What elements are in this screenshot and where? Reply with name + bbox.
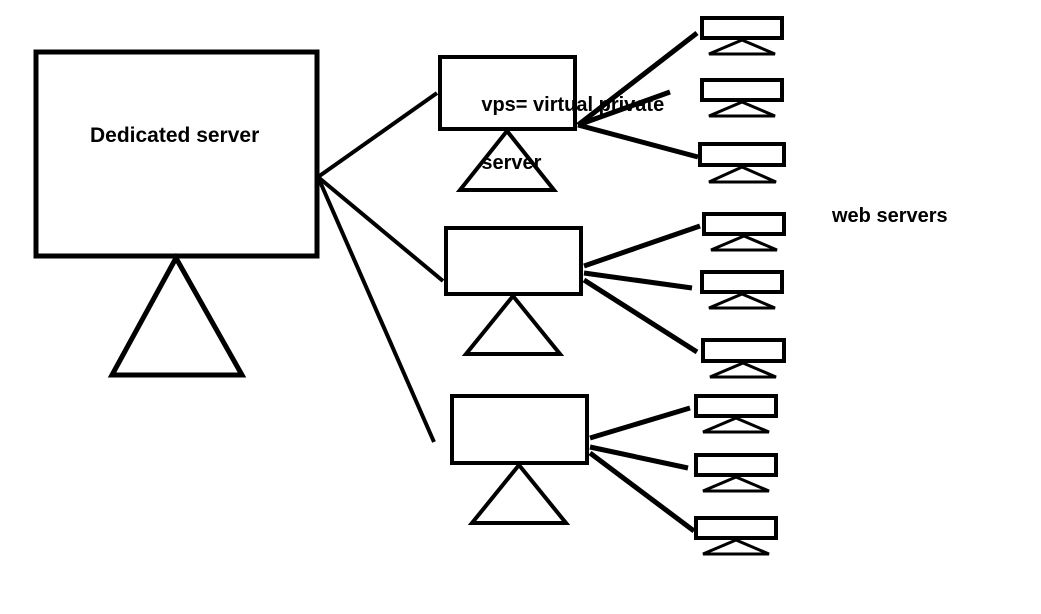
webserver-node-8[interactable]	[694, 453, 778, 493]
link-dedicated-to-vps-top	[316, 91, 439, 179]
webserver-screen-3	[698, 142, 786, 167]
vps-bottom-stand-icon	[467, 461, 571, 525]
webserver-node-5[interactable]	[700, 270, 784, 310]
webserver-node-2[interactable]	[700, 78, 784, 118]
webserver-node-9[interactable]	[694, 516, 778, 556]
webserver-stand-icon-2	[708, 100, 776, 118]
webserver-node-4[interactable]	[702, 212, 786, 252]
link-vps-middle-to-webserver-6	[582, 277, 699, 355]
link-vps-top-to-webserver-3	[577, 122, 699, 160]
webserver-stand-icon-4	[710, 234, 778, 252]
dedicated-server-stand-icon	[107, 252, 247, 378]
webserver-screen-9	[694, 516, 778, 540]
webserver-stand-icon-9	[702, 538, 770, 556]
webserver-screen-8	[694, 453, 778, 477]
dedicated-to-vps-links	[316, 91, 445, 443]
webserver-stand-icon-3	[708, 165, 777, 184]
vps-middle-node[interactable]	[444, 226, 583, 356]
webserver-screen-2	[700, 78, 784, 102]
vps-top-to-webserver-links	[576, 31, 699, 160]
link-vps-middle-to-webserver-5	[583, 270, 693, 291]
link-vps-middle-to-webserver-4	[583, 223, 701, 269]
vps-bottom-screen	[450, 394, 589, 465]
vps-top-screen	[438, 55, 577, 131]
link-dedicated-to-vps-middle	[316, 175, 445, 283]
dedicated-server-screen	[33, 49, 320, 259]
vps-middle-stand-icon	[461, 292, 565, 356]
vps-bottom-to-webserver-links	[588, 405, 696, 533]
link-vps-top-to-webserver-1	[576, 31, 699, 127]
vps-top-stand-icon	[455, 127, 559, 192]
dedicated-server-node[interactable]	[33, 49, 320, 378]
vps-middle-screen	[444, 226, 583, 296]
webserver-node-3[interactable]	[698, 142, 786, 184]
webserver-stand-icon-5	[708, 292, 776, 310]
webserver-stand-icon-6	[709, 361, 777, 379]
vps-top-node[interactable]	[438, 55, 577, 192]
vps-bottom-node[interactable]	[450, 394, 589, 525]
webserver-stand-icon-1	[708, 38, 776, 56]
webserver-screen-4	[702, 212, 786, 236]
webserver-node-6[interactable]	[701, 338, 786, 379]
link-vps-bottom-to-webserver-7	[589, 405, 691, 441]
link-dedicated-to-vps-bottom	[316, 176, 436, 443]
webserver-screen-5	[700, 270, 784, 294]
webserver-stand-icon-7	[702, 416, 770, 434]
webserver-node-1[interactable]	[700, 16, 784, 56]
link-vps-bottom-to-webserver-9	[588, 451, 696, 533]
vps-middle-to-webserver-links	[582, 223, 701, 355]
link-vps-top-to-webserver-2	[577, 89, 671, 128]
webserver-screen-7	[694, 394, 778, 418]
link-vps-bottom-to-webserver-8	[589, 444, 689, 471]
webserver-stand-icon-8	[702, 475, 770, 493]
webserver-node-7[interactable]	[694, 394, 778, 434]
webserver-screen-1	[700, 16, 784, 40]
webserver-screen-6	[701, 338, 786, 363]
